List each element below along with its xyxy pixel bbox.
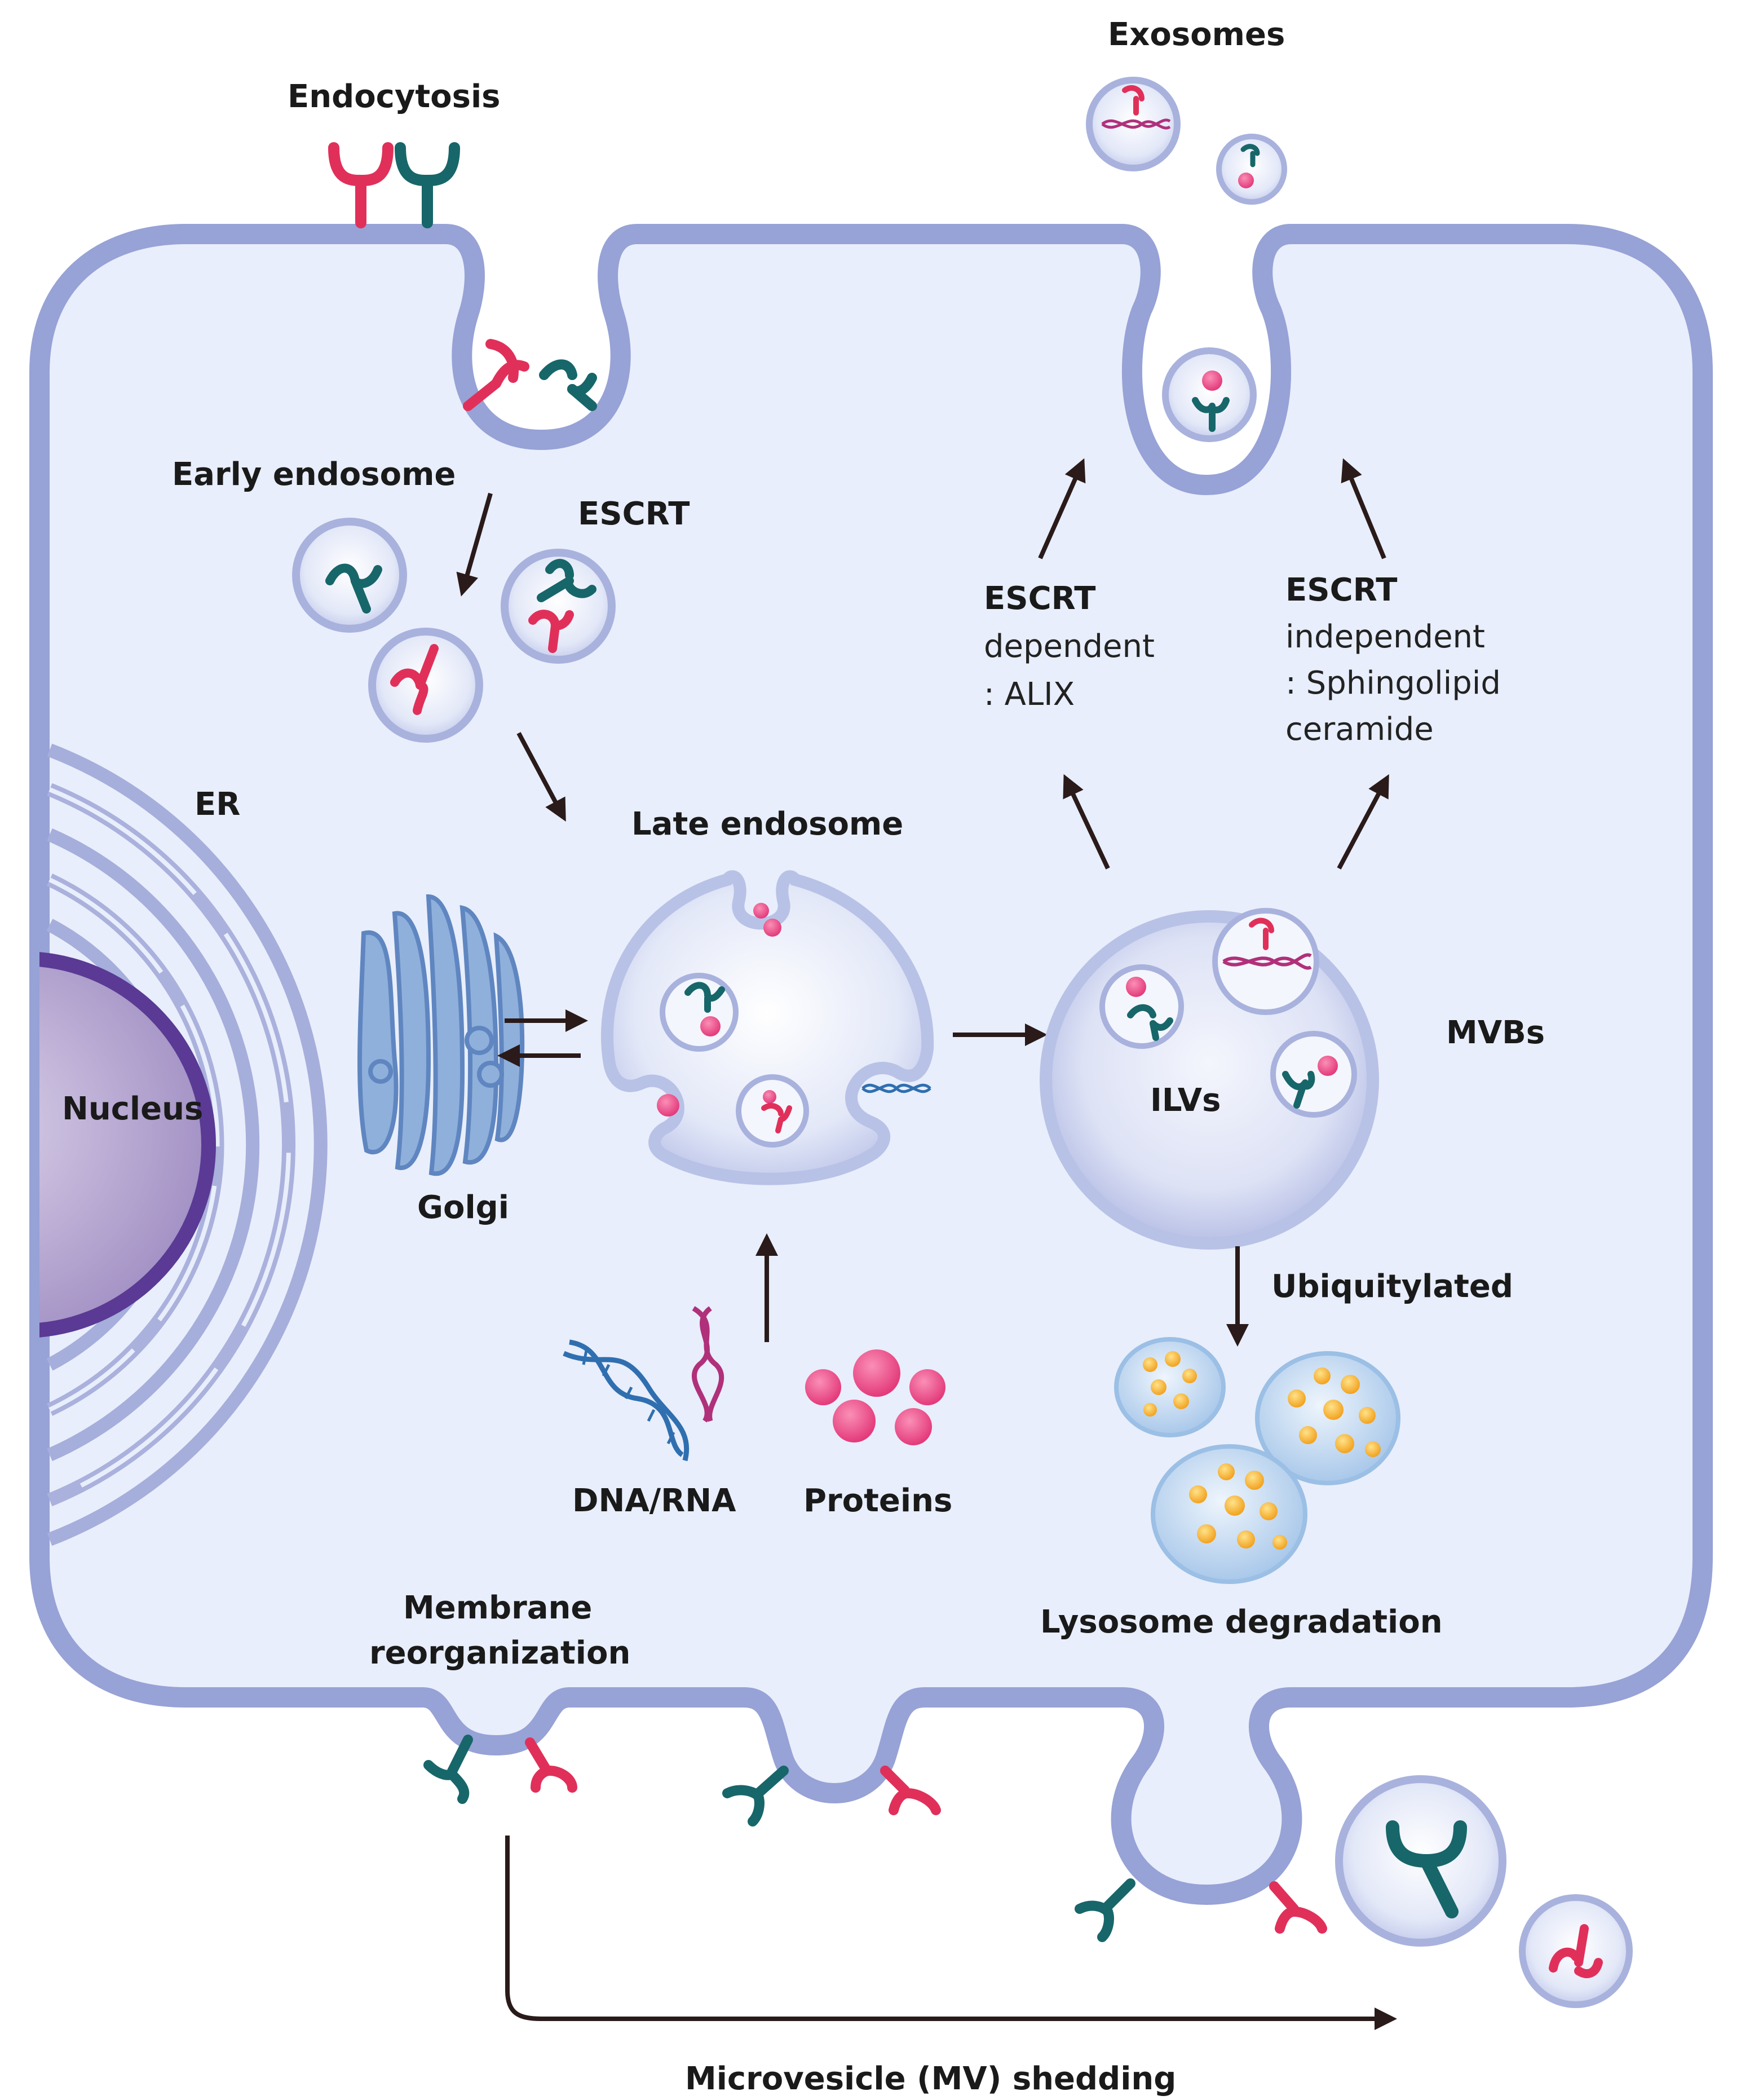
exosome-small [1216,134,1287,205]
lysosome-degradation-label: Lysosome degradation [1040,1604,1443,1640]
endocytosis-label: Endocytosis [288,78,500,115]
arrow-mvb-to-escrt-independent [1337,774,1389,870]
proteins-label: Proteins [803,1483,952,1519]
dna-helix-icon [563,1339,690,1462]
early-endosome-vesicle-teal [292,518,407,633]
early-endosome-vesicle-mixed [501,549,616,664]
arrow-to-late-endosome [516,732,566,822]
late-endosome [601,870,934,1185]
membrane-reorganization-label-2: reorganization [369,1635,630,1671]
surface-receptor-red [328,142,394,228]
bottom-receptor-teal-3 [1075,1878,1135,1942]
mvbs-label: MVBs [1446,1014,1545,1051]
arrow-escrt-dependent-to-exocytosis [1038,458,1086,559]
escrt-independent-line2: : Sphingolipid [1285,665,1501,702]
mv-shedding-label: Microvesicle (MV) shedding [685,2061,1176,2097]
lysosome-3 [1151,1444,1307,1584]
ubiquitylated-label: Ubiquitylated [1271,1268,1513,1305]
surface-receptor-teal [395,142,460,228]
nucleus [39,951,216,1338]
escrt-independent-title: ESCRT [1285,572,1398,608]
invagination-receptor-red [463,339,529,411]
rna-helix-icon [692,1306,724,1423]
bottom-receptor-red-2 [880,1766,941,1815]
golgi-apparatus [357,894,525,1176]
proteins-icon [805,1349,945,1445]
exosomes-label: Exosomes [1108,16,1285,53]
escrt-independent-line1: independent [1285,619,1485,655]
bottom-receptor-red-1 [525,1737,577,1793]
escrt-dependent-title: ESCRT [984,580,1096,617]
invagination-receptor-teal [539,359,597,411]
lysosome-1 [1114,1337,1226,1437]
bottom-receptor-teal-2 [722,1766,789,1827]
golgi-exchange-arrows [497,1009,588,1067]
microvesicle-small [1519,1894,1633,2008]
escrt-dependent-line1: dependent [984,628,1155,665]
nucleus-label: Nucleus [62,1091,203,1127]
escrt-independent-line3: ceramide [1285,711,1434,748]
early-endosome-vesicle-red [368,628,483,743]
arrow-mvb-to-escrt-dependent [1063,774,1110,870]
dna-rna-label: DNA/RNA [572,1483,736,1519]
arrow-to-early-endosome [456,492,493,597]
multivesicular-body [1040,908,1379,1250]
ilvs-label: ILVs [1150,1082,1221,1119]
microvesicle-large [1335,1775,1506,1947]
membrane-reorganization-label-1: Membrane [403,1590,592,1626]
escrt-label-top: ESCRT [578,496,690,532]
escrt-dependent-line2: : ALIX [984,676,1075,713]
late-endosome-label: Late endosome [631,806,903,842]
early-endosome-label: Early endosome [172,456,456,493]
exosome-large [1086,77,1181,171]
mv-shedding-arrow [505,1836,1397,2030]
bottom-receptor-teal-1 [423,1735,473,1804]
golgi-label: Golgi [417,1189,509,1226]
lysosome-2 [1255,1351,1400,1485]
exocytosis-vesicle [1162,347,1257,442]
er-label: ER [195,786,240,823]
arrow-escrt-independent-to-exocytosis [1341,458,1386,559]
bottom-receptor-red-3 [1269,1881,1327,1934]
